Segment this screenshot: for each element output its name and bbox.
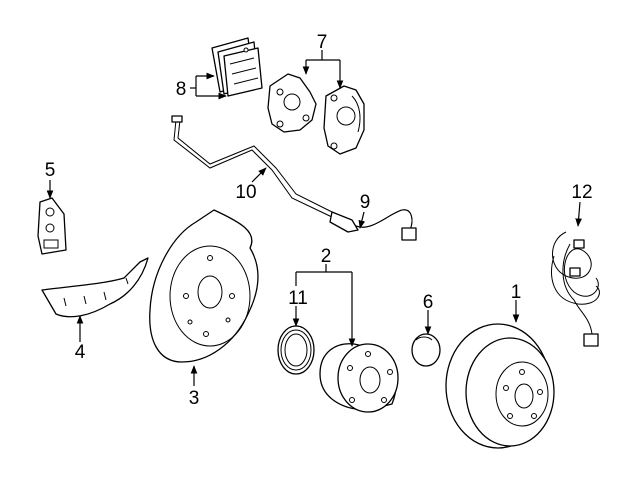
brake-caliper — [267, 73, 365, 155]
callout-10: 10 — [235, 182, 256, 203]
bracket — [37, 197, 67, 255]
leader-lines — [46, 50, 582, 386]
callout-12: 12 — [571, 182, 592, 203]
splash-shield — [41, 257, 149, 318]
brake-rotor — [445, 323, 555, 449]
backing-plate — [149, 209, 259, 363]
brake-pads — [211, 37, 263, 97]
callout-6: 6 — [423, 292, 434, 313]
callout-7: 7 — [317, 32, 328, 53]
callout-3: 3 — [189, 388, 200, 409]
callout-8: 8 — [176, 79, 187, 100]
callout-2: 2 — [321, 246, 332, 267]
callout-labels: 1 2 3 4 5 6 7 8 9 10 11 12 — [45, 32, 593, 409]
callout-1: 1 — [511, 282, 522, 303]
callout-5: 5 — [45, 160, 56, 181]
abs-sensor-harness — [551, 231, 600, 347]
callout-11: 11 — [288, 288, 308, 309]
brake-hose — [329, 209, 417, 241]
callout-4: 4 — [75, 342, 86, 363]
dust-cap — [411, 333, 441, 367]
wheel-hub — [319, 343, 399, 413]
brake-line — [171, 115, 337, 219]
callout-9: 9 — [360, 192, 371, 213]
seal-ring — [277, 325, 315, 375]
